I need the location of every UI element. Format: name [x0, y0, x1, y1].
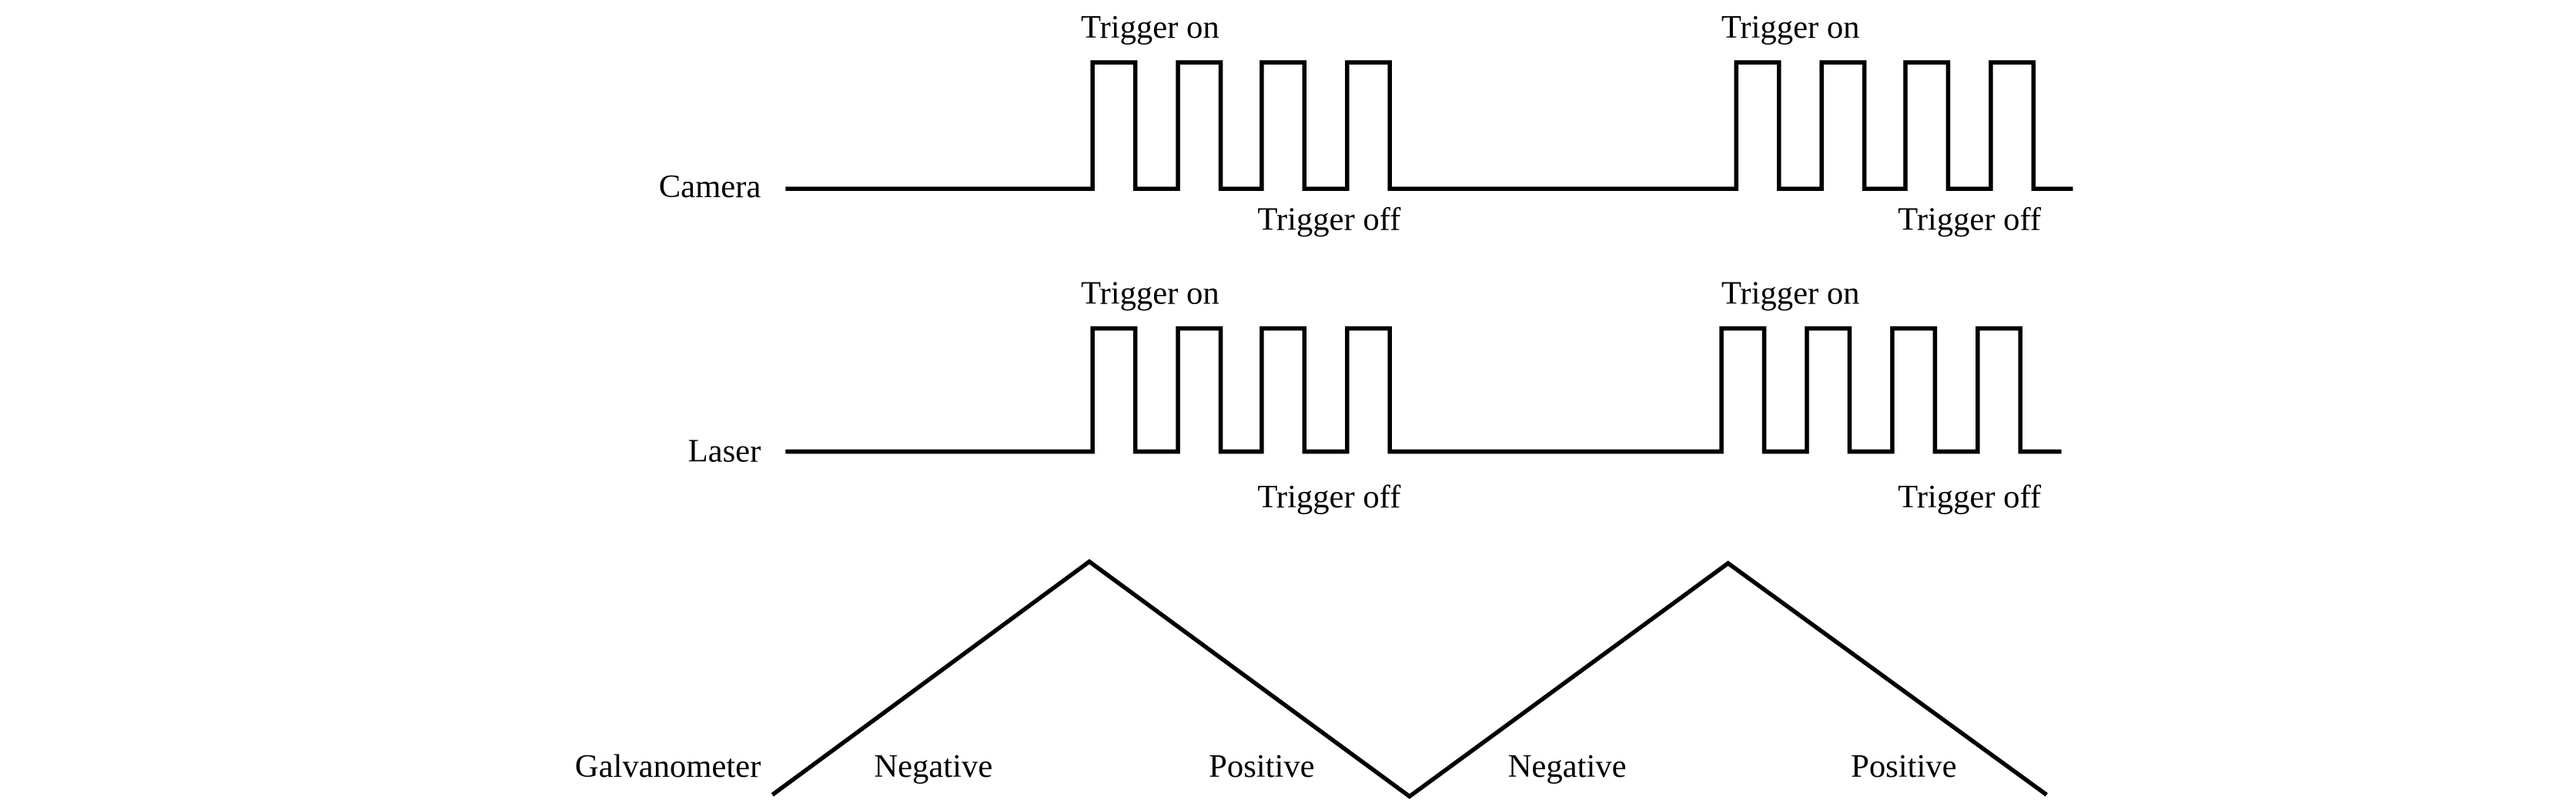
galvanometer-waveform — [771, 559, 2049, 799]
camera-trigger-off-label-2: Trigger off — [1898, 202, 2042, 238]
laser-trigger-on-label-1: Trigger on — [1081, 276, 1219, 312]
camera-waveform — [785, 60, 2073, 192]
galvanometer-label: Galvanometer — [575, 748, 761, 785]
camera-trigger-on-label-1: Trigger on — [1081, 9, 1219, 45]
camera-trigger-on-label-2: Trigger on — [1721, 9, 1860, 45]
laser-trigger-off-label-1: Trigger off — [1257, 479, 1401, 515]
laser-waveform — [785, 326, 2062, 454]
galvo-segment-negative-2: Negative — [1508, 748, 1627, 785]
galvo-segment-negative-1: Negative — [874, 748, 992, 785]
laser-label: Laser — [688, 433, 761, 469]
galvo-segment-positive-1: Positive — [1209, 748, 1314, 785]
galvo-segment-positive-2: Positive — [1851, 748, 1956, 785]
camera-trigger-off-label-1: Trigger off — [1257, 202, 1401, 238]
laser-trigger-on-label-2: Trigger on — [1721, 276, 1860, 312]
laser-trigger-off-label-2: Trigger off — [1898, 479, 2042, 515]
camera-label: Camera — [659, 169, 761, 205]
